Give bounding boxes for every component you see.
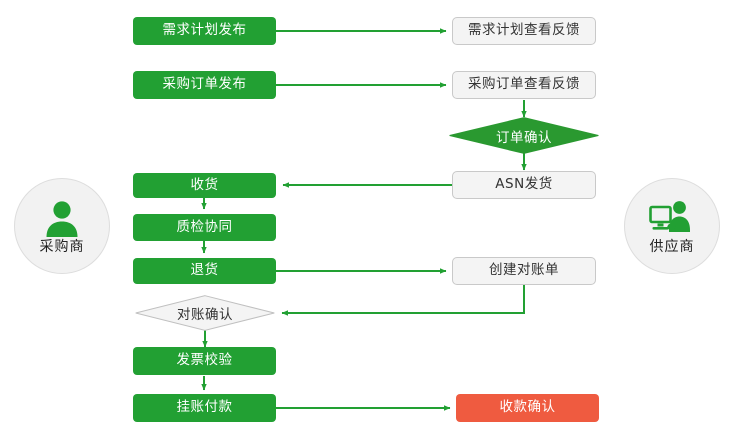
actor-supplier: 供应商: [624, 178, 720, 274]
node-label: 需求计划发布: [162, 22, 247, 39]
node-receive-goods[interactable]: 收货: [133, 173, 276, 198]
person-at-computer-icon: [649, 200, 690, 232]
node-label: 对账确认: [177, 307, 233, 323]
node-order-confirm[interactable]: 订单确认: [449, 117, 599, 154]
node-label: 订单确认: [496, 129, 552, 146]
node-payment-confirm[interactable]: 收款确认: [456, 394, 599, 422]
node-label: 采购订单查看反馈: [468, 76, 580, 93]
actor-supplier-label: 供应商: [649, 238, 695, 255]
node-label: 发票校验: [176, 352, 233, 369]
edge-statement-to-confirm: [281, 285, 525, 316]
actor-buyer: 采购商: [14, 178, 110, 274]
node-label: 质检协同: [176, 218, 233, 235]
node-payable-payment[interactable]: 挂账付款: [133, 394, 276, 422]
actor-buyer-label: 采购商: [39, 238, 85, 255]
node-return-goods[interactable]: 退货: [133, 258, 276, 284]
node-invoice-verify[interactable]: 发票校验: [133, 347, 276, 375]
node-asn-ship[interactable]: ASN发货: [452, 171, 596, 199]
node-label: ASN发货: [495, 176, 553, 193]
node-demand-plan-feedback[interactable]: 需求计划查看反馈: [452, 17, 596, 45]
node-label: 采购订单发布: [162, 76, 247, 93]
node-demand-plan-publish[interactable]: 需求计划发布: [133, 17, 276, 45]
person-icon: [46, 200, 78, 237]
node-statement-confirm[interactable]: 对账确认: [135, 295, 275, 331]
node-label: 退货: [190, 262, 219, 279]
node-label: 需求计划查看反馈: [468, 22, 580, 39]
node-label: 挂账付款: [176, 399, 233, 416]
node-po-feedback[interactable]: 采购订单查看反馈: [452, 71, 596, 99]
node-quality-collab[interactable]: 质检协同: [133, 214, 276, 241]
node-create-statement[interactable]: 创建对账单: [452, 257, 596, 285]
node-label: 收款确认: [499, 399, 556, 416]
node-po-publish[interactable]: 采购订单发布: [133, 71, 276, 99]
node-label: 创建对账单: [489, 262, 559, 279]
node-label: 收货: [190, 176, 219, 193]
